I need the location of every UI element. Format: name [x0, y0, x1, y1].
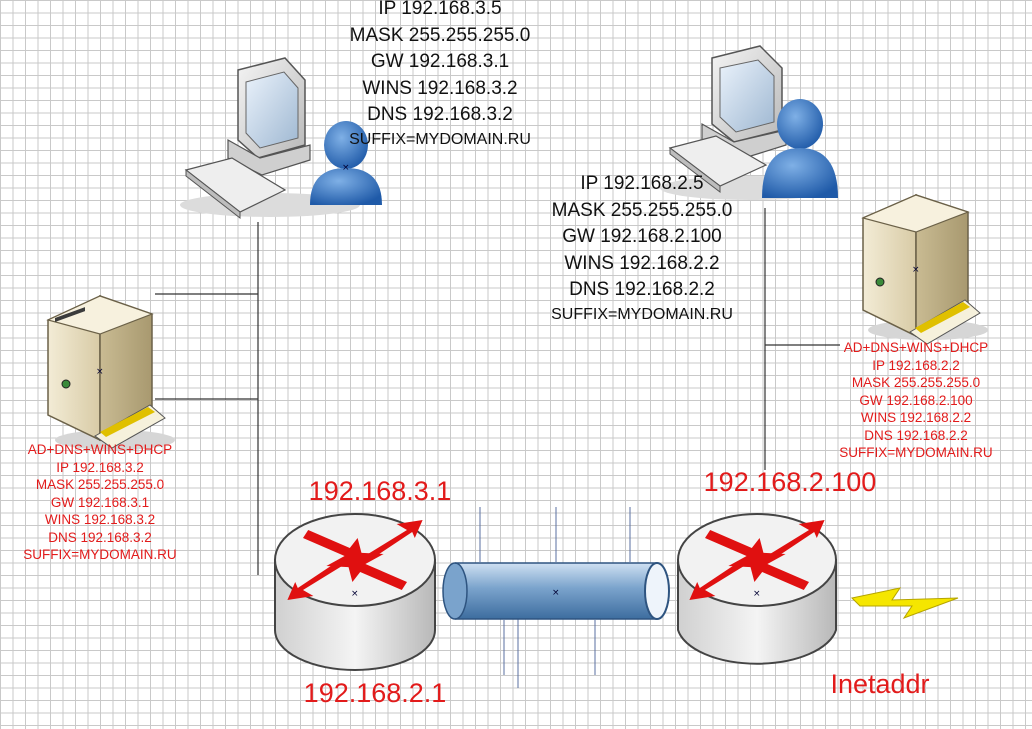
server-left-icon: ×	[46, 294, 175, 450]
wins-line: WINS 192.168.3.2	[44, 512, 156, 527]
dns-line: DNS 192.168.3.2	[48, 529, 152, 545]
role-line: AD+DNS+WINS+DHCP	[843, 340, 989, 355]
workstation-right-icon	[660, 45, 840, 200]
gw-line: GW 192.168.2.100	[859, 392, 973, 408]
dns-line: DNS 192.168.2.2	[569, 279, 715, 300]
ip-line: IP 192.168.3.2	[56, 459, 144, 475]
mask-line: MASK 255.255.255.0	[851, 375, 981, 390]
svg-text:×: ×	[912, 265, 920, 275]
svg-text:×: ×	[753, 589, 761, 599]
router-left-icon: ×	[274, 513, 436, 671]
workstation-left-settings: IP 192.168.3.5 MASK 255.255.255.0 GW 192…	[320, 0, 560, 151]
suffix-line: SUFFIX=MYDOMAIN.RU	[839, 445, 993, 460]
workstation-left-icon: ×	[180, 57, 382, 220]
svg-text:×: ×	[96, 367, 104, 377]
router-right-top-ip: 192.168.2.100	[703, 467, 877, 497]
router-left-top-ip: 192.168.3.1	[308, 476, 452, 506]
internet-lightning-icon	[850, 587, 959, 620]
dns-line: DNS 192.168.2.2	[864, 427, 968, 443]
role-line: AD+DNS+WINS+DHCP	[27, 442, 173, 457]
tunnel-guide-lines	[479, 507, 631, 688]
wins-line: WINS 192.168.2.2	[860, 410, 972, 425]
svg-text:×: ×	[552, 588, 560, 598]
suffix-line: SUFFIX=MYDOMAIN.RU	[349, 130, 531, 148]
ip-line: IP 192.168.3.5	[378, 0, 502, 19]
mask-line: MASK 255.255.255.0	[349, 24, 531, 46]
wins-line: WINS 192.168.3.2	[362, 77, 518, 99]
suffix-line: SUFFIX=MYDOMAIN.RU	[23, 547, 177, 562]
suffix-line: SUFFIX=MYDOMAIN.RU	[551, 305, 733, 323]
vpn-tunnel-icon: ×	[442, 562, 670, 620]
server-right-settings: AD+DNS+WINS+DHCP IP 192.168.2.2 MASK 255…	[826, 339, 1006, 462]
server-left-settings: AD+DNS+WINS+DHCP IP 192.168.3.2 MASK 255…	[10, 441, 190, 564]
router-left-bottom-ip: 192.168.2.1	[303, 678, 447, 708]
ip-line: IP 192.168.2.5	[580, 173, 704, 194]
dns-line: DNS 192.168.3.2	[367, 104, 513, 125]
gw-line: GW 192.168.3.1	[50, 494, 150, 510]
server-right-icon: ×	[861, 193, 988, 345]
gw-line: GW 192.168.2.100	[562, 226, 722, 247]
svg-text:×: ×	[351, 589, 359, 599]
connection-lines	[155, 208, 840, 575]
workstation-right-settings: IP 192.168.2.5 MASK 255.255.255.0 GW 192…	[522, 171, 762, 326]
svg-text:×: ×	[342, 163, 350, 173]
gw-line: GW 192.168.3.1	[370, 51, 510, 72]
router-right-icon: ×	[677, 513, 837, 665]
mask-line: MASK 255.255.255.0	[35, 477, 165, 492]
wins-line: WINS 192.168.2.2	[564, 252, 720, 274]
internet-label: Inetaddr	[830, 669, 930, 699]
ip-line: IP 192.168.2.2	[872, 357, 960, 373]
mask-line: MASK 255.255.255.0	[551, 199, 733, 221]
